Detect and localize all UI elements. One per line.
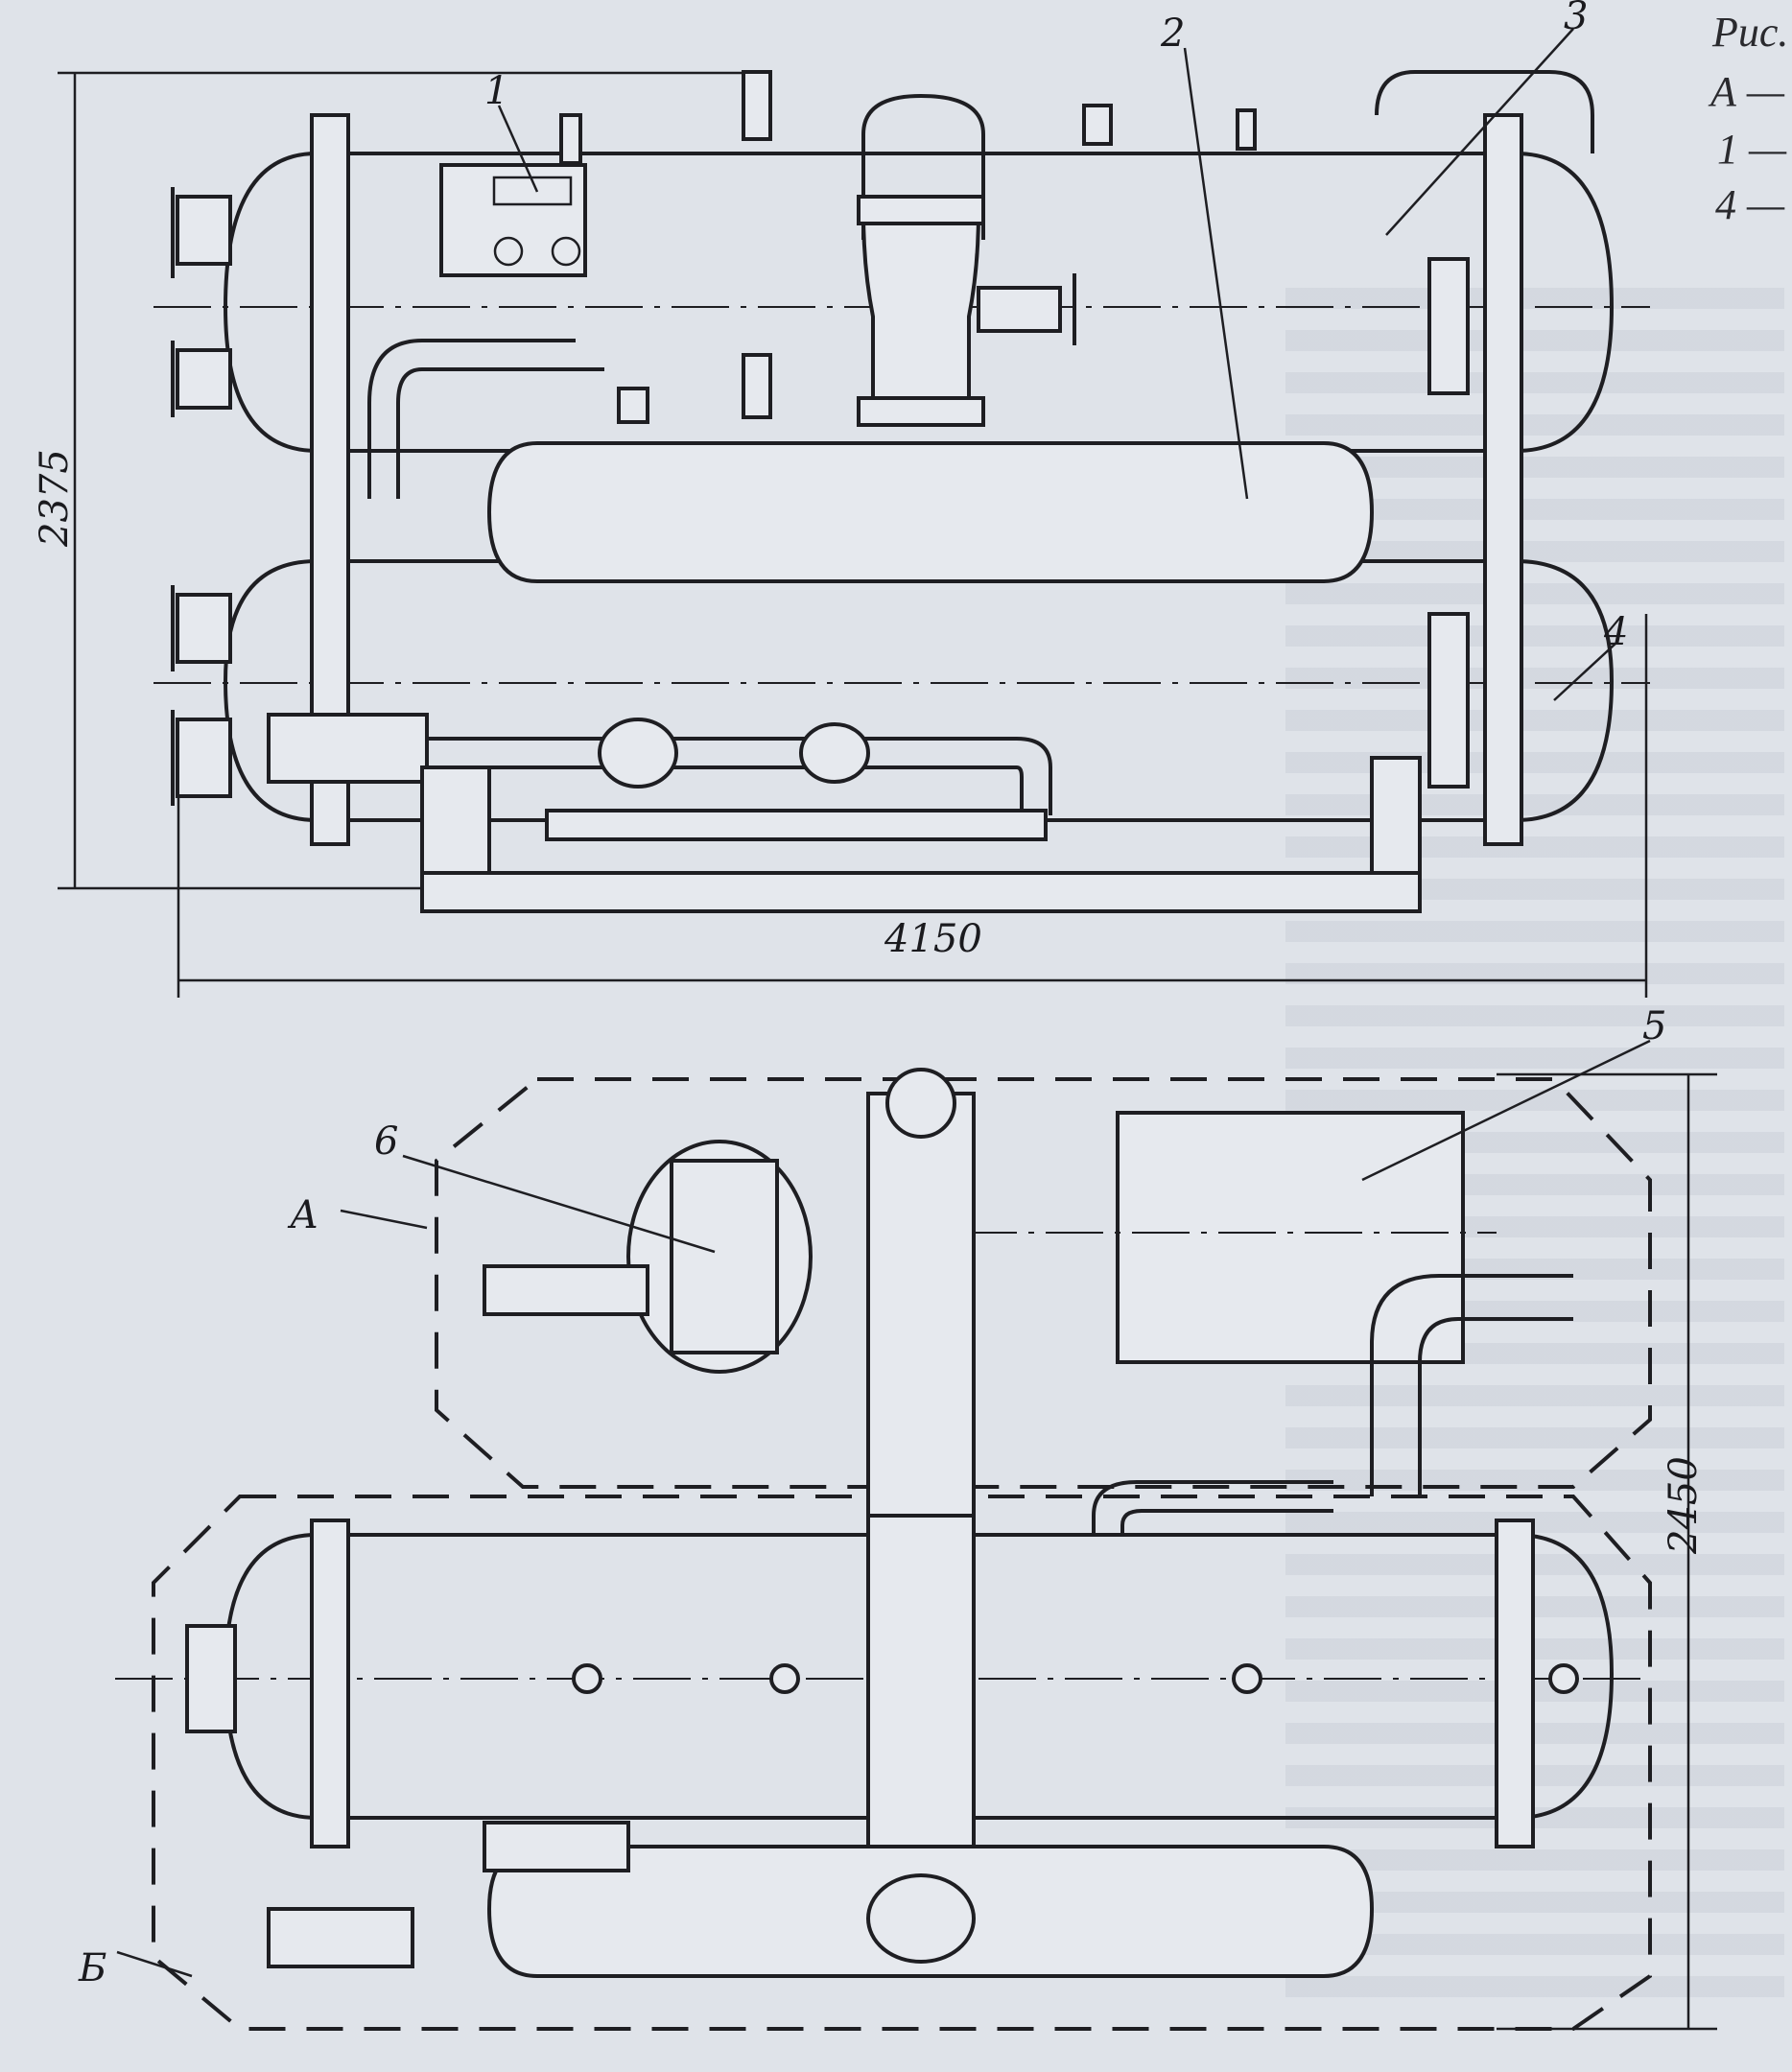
plan-pump xyxy=(267,1907,414,1968)
legend-line-A: А — xyxy=(1708,68,1785,115)
dimension-2375: 2375 xyxy=(33,449,77,548)
support-left xyxy=(420,765,491,884)
callout-1: 1 xyxy=(484,69,508,113)
callout-4: 4 xyxy=(1603,610,1628,654)
view-label-A: А xyxy=(287,1193,318,1237)
base-frame xyxy=(420,871,1422,913)
control-panel-1 xyxy=(439,163,587,277)
callout-5: 5 xyxy=(1642,1004,1666,1048)
top-fittings xyxy=(559,70,1257,424)
suction-stub xyxy=(483,1264,649,1316)
leader-lines xyxy=(116,28,1651,1978)
lower-valve-1 xyxy=(598,718,678,789)
dimension-2450: 2450 xyxy=(1662,1456,1706,1555)
main-valve xyxy=(861,209,981,405)
callout-3: 3 xyxy=(1564,0,1588,38)
dimension-4150: 4150 xyxy=(884,917,982,961)
discharge-bend xyxy=(1370,1274,1573,1496)
elevation-view xyxy=(58,70,1650,998)
outline-A xyxy=(435,1077,1652,1489)
callout-6: 6 xyxy=(374,1119,398,1164)
oil-separator-tube xyxy=(545,809,1048,841)
top-right-pipe xyxy=(1375,70,1594,153)
receiver-2 xyxy=(486,441,1375,583)
level-gauge-upper xyxy=(1427,257,1470,395)
legend-line-4: 4 — xyxy=(1715,181,1785,228)
figure-caption: Рис. xyxy=(1711,9,1788,56)
support-right xyxy=(1370,756,1422,884)
condenser-5 xyxy=(1116,1111,1465,1364)
callout-2: 2 xyxy=(1160,12,1185,56)
lower-header xyxy=(267,713,429,784)
panel-display xyxy=(492,176,573,206)
top-bend-pipe xyxy=(861,94,985,240)
view-label-B: Б xyxy=(78,1946,106,1990)
right-tube-sheet-flange xyxy=(1483,113,1523,846)
outline-B xyxy=(152,1495,1652,2031)
level-gauge-lower xyxy=(1427,612,1470,789)
suction-pipe xyxy=(367,339,576,499)
left-nozzles xyxy=(171,187,232,806)
legend-line-1: 1 — xyxy=(1717,126,1787,173)
plan-bolts xyxy=(572,1663,1579,1694)
lower-valve-2 xyxy=(799,722,870,784)
plan-view xyxy=(115,1068,1717,2031)
